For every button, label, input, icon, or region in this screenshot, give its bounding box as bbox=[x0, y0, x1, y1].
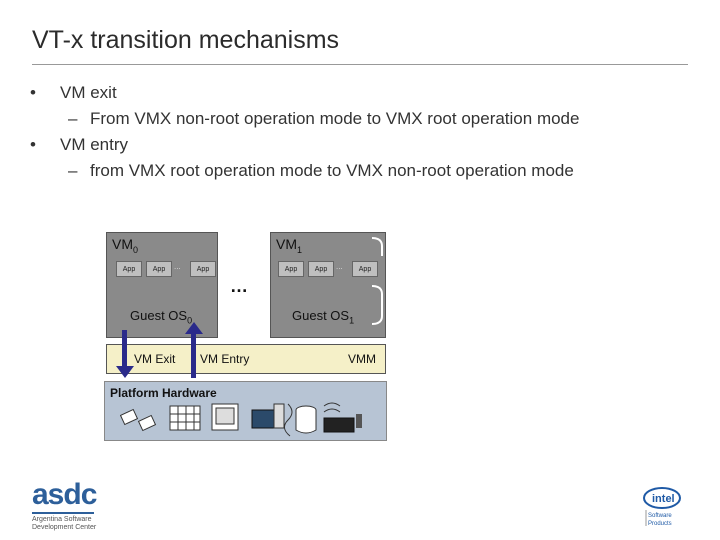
hardware-devices-icon bbox=[120, 402, 362, 437]
bullet-vm-entry: • VM entry bbox=[30, 132, 579, 158]
asdc-logo-sub2: Development Center bbox=[32, 524, 97, 531]
intel-logo: intel Software Products bbox=[642, 484, 686, 528]
vm1-guest-os: Guest OS1 bbox=[292, 308, 355, 326]
bullet-vm-exit: • VM exit bbox=[30, 80, 579, 106]
sub-bullet-text: From VMX non-root operation mode to VMX … bbox=[90, 109, 580, 128]
svg-text:Software: Software bbox=[648, 513, 672, 519]
asdc-logo-line bbox=[32, 512, 94, 514]
vm1-app-ellipsis: ... bbox=[336, 262, 343, 271]
vm0-box bbox=[106, 232, 218, 338]
vm1-app-3: App bbox=[352, 261, 378, 277]
bullet-text: VM exit bbox=[60, 83, 117, 102]
sub-bullet-vm-entry: – from VMX root operation mode to VMX no… bbox=[30, 158, 579, 184]
bullet-dot: • bbox=[30, 83, 36, 102]
vm-exit-arrowhead-icon bbox=[116, 366, 134, 378]
slide-title: VT-x transition mechanisms bbox=[32, 26, 340, 54]
sub-bullet-dash: – bbox=[68, 161, 78, 180]
vm0-app-3: App bbox=[190, 261, 216, 277]
vm0-guest-os: Guest OS0 bbox=[130, 308, 193, 326]
vm0-app-2: App bbox=[146, 261, 172, 277]
vm-entry-arrow bbox=[191, 332, 196, 378]
asdc-logo-sub1: Argentina Software bbox=[32, 516, 92, 523]
vm-entry-label: VM Entry bbox=[200, 352, 250, 366]
sub-bullet-dash: – bbox=[68, 109, 78, 128]
vm1-label: VM1 bbox=[276, 236, 303, 255]
sub-bullet-vm-exit: – From VMX non-root operation mode to VM… bbox=[30, 106, 579, 132]
svg-text:intel: intel bbox=[652, 493, 675, 505]
bullet-list: • VM exit – From VMX non-root operation … bbox=[30, 80, 579, 184]
asdc-logo: asdc Argentina Software Development Cent… bbox=[32, 478, 97, 532]
vm0-app-ellipsis: ... bbox=[174, 262, 181, 271]
intel-logo-icon: intel Software Products bbox=[643, 487, 681, 527]
bullet-dot: • bbox=[30, 135, 36, 154]
vmm-label: VMM bbox=[348, 352, 376, 366]
asdc-logo-text: asdc bbox=[32, 478, 97, 511]
vmm-bar bbox=[106, 344, 386, 374]
vm1-box bbox=[270, 232, 386, 338]
vm1-app-1: App bbox=[278, 261, 304, 277]
vm0-label: VM0 bbox=[112, 236, 139, 255]
svg-text:Products: Products bbox=[648, 521, 672, 527]
title-divider bbox=[32, 64, 688, 65]
vm-entry-arrowhead-icon bbox=[185, 322, 203, 334]
vm0-app-1: App bbox=[116, 261, 142, 277]
vm-ellipsis: … bbox=[230, 276, 248, 296]
sub-bullet-text: from VMX root operation mode to VMX non-… bbox=[90, 161, 574, 180]
bullet-text: VM entry bbox=[60, 135, 129, 154]
vm-exit-arrow bbox=[122, 330, 127, 374]
platform-hardware-label: Platform Hardware bbox=[110, 386, 217, 400]
vm-exit-label: VM Exit bbox=[134, 352, 176, 366]
vm1-app-2: App bbox=[308, 261, 334, 277]
privilege-brackets bbox=[371, 237, 383, 325]
